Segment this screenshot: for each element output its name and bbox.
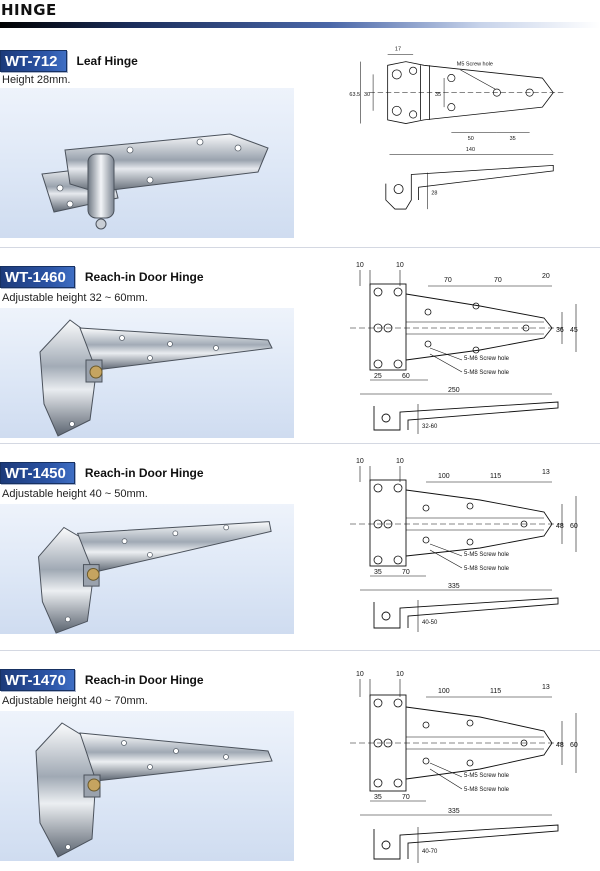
product-section-wt-1450: WT-1450 Reach-in Door Hinge Adjustable h…: [0, 443, 600, 637]
product-photo: [0, 504, 294, 634]
model-name: Leaf Hinge: [76, 54, 138, 68]
product-section-wt-1470: WT-1470 Reach-in Door Hinge Adjustable h…: [0, 650, 600, 871]
dim-label: 60: [570, 523, 578, 530]
dim-label: 10: [356, 262, 364, 269]
model-name: Reach-in Door Hinge: [84, 466, 204, 480]
dim-label: M5 Screw hole: [457, 61, 493, 67]
drawing-wt-1470: 10 10 100 115 13 48 60 5-M5 Screw hole 5…: [350, 671, 578, 863]
model-spec: Height 28mm.: [2, 74, 71, 86]
dim-label: 32-60: [422, 424, 438, 430]
technical-drawing: 10 10 70 70 20 36 45 5-M6 Screw hole 5-M…: [330, 256, 600, 438]
dim-label: 28: [431, 191, 437, 197]
product-photo: [0, 711, 294, 861]
page-title: HINGE: [1, 1, 57, 19]
product-section-wt-712: WT-712 Leaf Hinge Height 28mm.: [0, 30, 600, 240]
model-row: WT-712 Leaf Hinge: [0, 50, 138, 72]
dim-label: 40-50: [422, 620, 438, 626]
model-name: Reach-in Door Hinge: [84, 270, 204, 284]
dim-label: 5-M8 Screw hole: [464, 370, 510, 376]
title-band: [0, 22, 600, 28]
model-row: WT-1460 Reach-in Door Hinge: [0, 266, 204, 288]
model-badge: WT-1460: [0, 266, 75, 288]
model-spec: Adjustable height 40 ~ 50mm.: [2, 488, 148, 500]
dim-label: 100: [438, 473, 450, 480]
technical-drawing: 17 M5 Screw hole 63.5 30 35 50 35 140 28: [330, 38, 600, 220]
dim-label: 70: [402, 569, 410, 576]
dim-label: 70: [444, 277, 452, 284]
dim-label: 60: [402, 373, 410, 380]
dim-label: 60: [570, 742, 578, 749]
hinge-photo-illustration: [41, 133, 269, 230]
dim-label: 115: [490, 473, 501, 480]
technical-drawing: 10 10 100 115 13 48 60 5-M5 Screw hole 5…: [330, 659, 600, 869]
dim-label: 13: [542, 684, 550, 691]
model-name: Reach-in Door Hinge: [84, 673, 204, 687]
dim-label: 115: [490, 688, 501, 695]
dim-label: 5-M8 Screw hole: [464, 566, 510, 572]
dim-label: 35: [374, 794, 382, 801]
dim-label: 35: [374, 569, 382, 576]
dim-label: 20: [542, 273, 550, 280]
model-badge: WT-712: [0, 50, 67, 72]
hinge-photo-illustration: [39, 319, 273, 437]
model-spec: Adjustable height 32 ~ 60mm.: [2, 292, 148, 304]
product-photo: [0, 88, 294, 238]
dim-label: 70: [402, 794, 410, 801]
dim-label: 48: [556, 523, 564, 530]
dim-label: 10: [396, 262, 404, 269]
dim-label: 10: [356, 458, 364, 465]
model-row: WT-1470 Reach-in Door Hinge: [0, 669, 204, 691]
dim-label: 63.5: [349, 92, 360, 98]
dim-label: 5-M6 Screw hole: [464, 356, 510, 362]
drawing-wt-712: 17 M5 Screw hole 63.5 30 35 50 35 140 28: [349, 47, 567, 210]
drawing-wt-1450: 10 10 100 115 13 48 60 5-M5 Screw hole 5…: [350, 458, 578, 632]
technical-drawing: 10 10 100 115 13 48 60 5-M5 Screw hole 5…: [330, 452, 600, 634]
dim-label: 70: [494, 277, 502, 284]
dim-label: 40-70: [422, 849, 438, 855]
dim-label: 250: [448, 387, 460, 394]
dim-label: 25: [374, 373, 382, 380]
model-badge: WT-1450: [0, 462, 75, 484]
dim-label: 35: [510, 136, 516, 142]
dim-label: 5-M5 Screw hole: [464, 552, 510, 558]
dim-label: 10: [396, 458, 404, 465]
product-section-wt-1460: WT-1460 Reach-in Door Hinge Adjustable h…: [0, 247, 600, 438]
dim-label: 10: [356, 671, 364, 678]
dim-label: 140: [466, 147, 475, 153]
dim-label: 30: [364, 92, 370, 98]
dim-label: 100: [438, 688, 450, 695]
dim-label: 48: [556, 742, 564, 749]
dim-label: 50: [468, 136, 474, 142]
dim-label: 36: [556, 327, 564, 334]
model-spec: Adjustable height 40 ~ 70mm.: [2, 695, 148, 707]
dim-label: 13: [542, 469, 550, 476]
product-photo: [0, 308, 294, 438]
dim-label: 5-M5 Screw hole: [464, 773, 510, 779]
drawing-wt-1460: 10 10 70 70 20 36 45 5-M6 Screw hole 5-M…: [350, 262, 578, 434]
model-row: WT-1450 Reach-in Door Hinge: [0, 462, 204, 484]
dim-label: 17: [395, 47, 401, 53]
model-badge: WT-1470: [0, 669, 75, 691]
dim-label: 35: [435, 92, 441, 98]
hinge-photo-illustration: [37, 521, 272, 634]
dim-label: 5-M8 Screw hole: [464, 787, 510, 793]
dim-label: 10: [396, 671, 404, 678]
dim-label: 45: [570, 327, 578, 334]
dim-label: 335: [448, 808, 460, 815]
dim-label: 335: [448, 583, 460, 590]
hinge-photo-illustration: [35, 722, 273, 858]
